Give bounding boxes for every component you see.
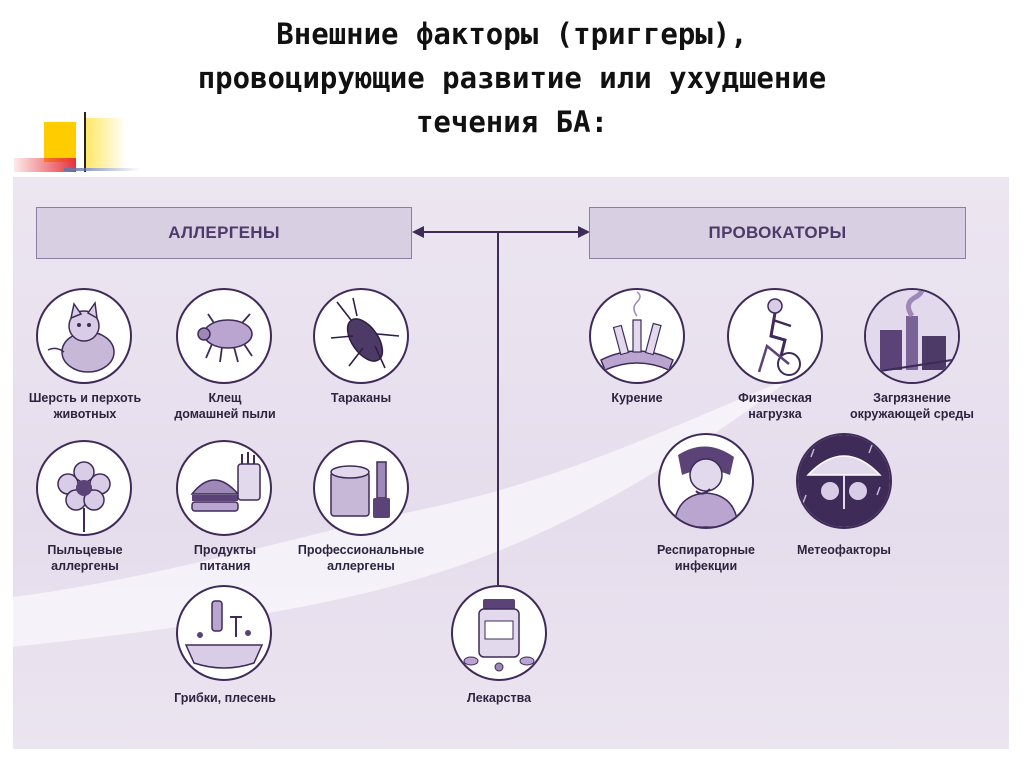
- label-line: аллергены: [51, 559, 119, 573]
- label-line: инфекции: [674, 559, 738, 573]
- decor-glow: [86, 118, 126, 168]
- bathroom-icon: [184, 600, 264, 669]
- label-exercise: Физическая нагрузка: [690, 390, 860, 422]
- label-food: Продукты питания: [140, 542, 310, 574]
- title-line-3: течения БА:: [415, 105, 609, 139]
- label-line: Клещ: [208, 391, 242, 405]
- page-title: Внешние факторы (триггеры), провоцирующи…: [0, 12, 1024, 144]
- label-line: нагрузка: [748, 407, 802, 421]
- label-mold: Грибки, плесень: [140, 690, 310, 706]
- label-pollen: Пыльцевые аллергены: [0, 542, 170, 574]
- label-line: Пыльцевые: [47, 543, 123, 557]
- header-provokers: ПРОВОКАТОРЫ: [589, 207, 966, 259]
- label-smoking: Курение: [552, 390, 722, 406]
- label-line: аллергены: [327, 559, 395, 573]
- background-wave: [13, 377, 793, 647]
- flower-icon: [57, 461, 111, 532]
- pill-bottle-icon: [463, 599, 535, 672]
- paint-can-icon: [330, 461, 390, 518]
- label-line: Физическая: [738, 391, 812, 405]
- header-allergens: АЛЛЕРГЕНЫ: [36, 207, 412, 259]
- factory-icon: [866, 290, 958, 382]
- allergen-mite-circle: [176, 288, 272, 384]
- cat-icon: [47, 300, 115, 373]
- decor-vertical-line: [84, 112, 86, 172]
- decor-red-bar: [14, 158, 76, 172]
- decor-yellow-square: [44, 122, 76, 162]
- allergen-food-circle: [176, 440, 272, 536]
- label-line: животных: [53, 407, 117, 421]
- label-line: Загрязнение: [873, 391, 951, 405]
- allergen-mold-circle: [176, 585, 272, 681]
- umbrella-icon: [798, 435, 890, 527]
- label-cockroaches: Тараканы: [276, 390, 446, 406]
- title-line-2: провоцирующие развитие или ухудшение: [197, 61, 827, 95]
- mite-icon: [197, 313, 253, 363]
- cigarettes-icon: [600, 291, 674, 371]
- provoker-infections-circle: [658, 433, 754, 529]
- label-line: Продукты: [193, 543, 257, 557]
- allergen-cockroach-circle: [313, 288, 409, 384]
- burger-icon: [190, 452, 261, 512]
- provoker-pollution-circle: [864, 288, 960, 384]
- label-line: Грибки, плесень: [174, 691, 276, 705]
- label-line: Курение: [611, 391, 663, 405]
- provoker-weather-circle: [796, 433, 892, 529]
- label-infections: Респираторные инфекции: [621, 542, 791, 574]
- label-line: Метеофакторы: [797, 543, 891, 557]
- label-mite: Клещ домашней пыли: [140, 390, 310, 422]
- label-line: Респираторные: [657, 543, 755, 557]
- label-line: Профессиональные: [297, 543, 425, 557]
- label-drugs: Лекарства: [414, 690, 584, 706]
- bicycle-icon: [757, 298, 801, 376]
- label-pollution: Загрязнение окружающей среды: [827, 390, 997, 422]
- allergen-professional-circle: [313, 440, 409, 536]
- label-line: Тараканы: [330, 391, 392, 405]
- label-line: домашней пыли: [174, 407, 276, 421]
- allergen-pollen-circle: [36, 440, 132, 536]
- label-line: питания: [199, 559, 251, 573]
- label-line: Шерсть и перхоть: [28, 391, 142, 405]
- allergen-animals-circle: [36, 288, 132, 384]
- label-professional: Профессиональные аллергены: [276, 542, 446, 574]
- label-line: Лекарства: [466, 691, 532, 705]
- label-animals: Шерсть и перхоть животных: [0, 390, 170, 422]
- drugs-circle: [451, 585, 547, 681]
- decor-horizontal-line: [64, 168, 140, 171]
- title-line-1: Внешние факторы (триггеры),: [276, 17, 748, 51]
- sick-person-icon: [673, 446, 739, 527]
- cockroach-icon: [330, 297, 400, 369]
- label-weather: Метеофакторы: [759, 542, 929, 558]
- provoker-smoking-circle: [589, 288, 685, 384]
- label-line: окружающей среды: [850, 407, 974, 421]
- provoker-exercise-circle: [727, 288, 823, 384]
